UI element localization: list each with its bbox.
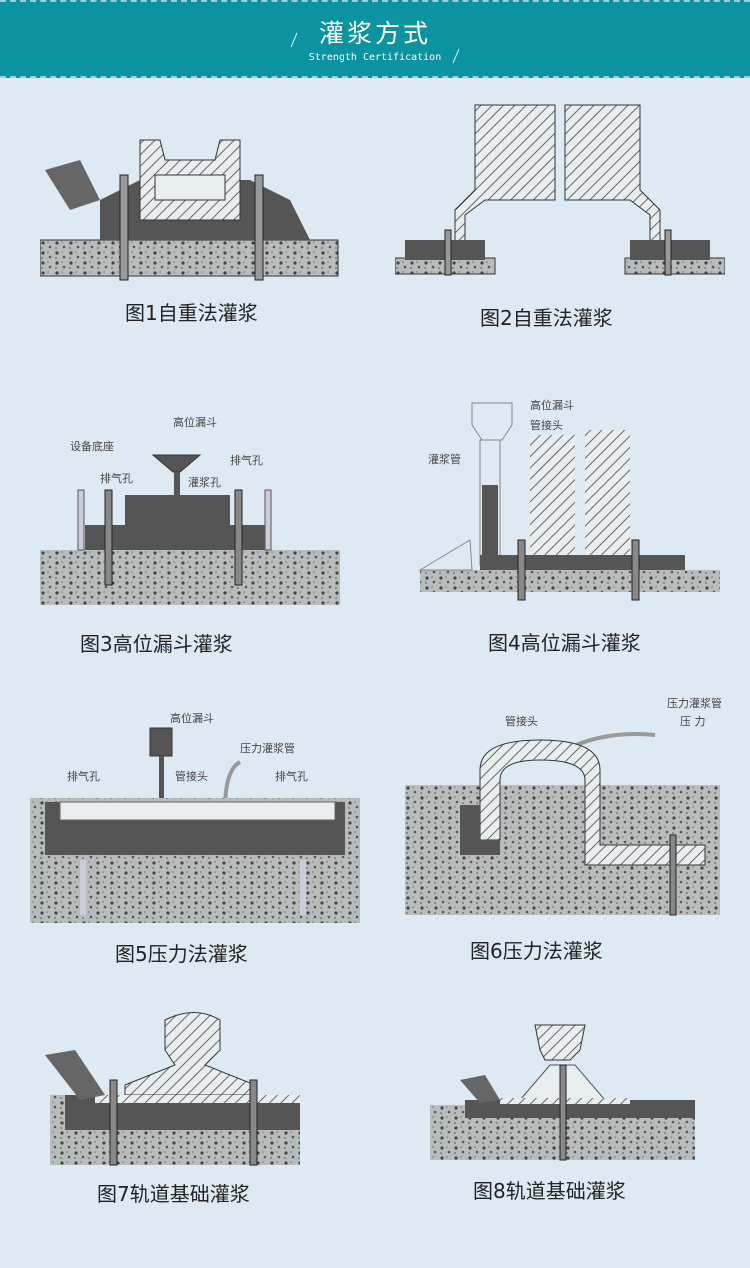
diagram-7 <box>45 1012 300 1166</box>
label-grout-hole: 灌浆孔 <box>188 475 221 489</box>
diagram-5: 高位漏斗 压力灌浆管 管接头 排气孔 排气孔 <box>30 711 360 923</box>
figure-7: 图7轨道基础灌浆 <box>45 1010 335 1210</box>
label-pressure: 压 力 <box>680 715 706 728</box>
label-vent-hole: 排气孔 <box>275 769 308 783</box>
label-vent-hole: 排气孔 <box>230 453 263 467</box>
figure-2: 图2自重法灌浆 <box>395 100 725 340</box>
label-pipe-joint: 管接头 <box>175 769 208 783</box>
header-subtitle: Strength Certification <box>308 52 442 63</box>
header-title: 灌浆方式 <box>318 19 431 48</box>
figure-caption: 图3高位漏斗灌浆 <box>80 632 233 656</box>
figure-caption: 图6压力法灌浆 <box>470 939 603 963</box>
label-equipment-base: 设备底座 <box>70 439 114 453</box>
figure-caption: 图1自重法灌浆 <box>125 301 258 325</box>
decor-slash-icon <box>290 32 298 48</box>
diagram-2 <box>395 104 725 276</box>
figure-8: 图8轨道基础灌浆 <box>425 1005 725 1210</box>
figure-5: 高位漏斗 压力灌浆管 管接头 排气孔 排气孔 图5压力法灌浆 <box>25 710 365 980</box>
label-high-funnel: 高位漏斗 <box>173 415 217 429</box>
label-pressure-grout-pipe: 压力灌浆管 <box>240 741 295 755</box>
figure-3: 高位漏斗 设备底座 排气孔 灌浆孔 排气孔 图3高位漏斗灌浆 <box>40 410 340 670</box>
diagram-6: 管接头 压力灌浆管 压 力 <box>405 696 722 916</box>
label-grout-pipe: 灌浆管 <box>428 452 461 466</box>
label-vent-hole: 排气孔 <box>100 471 133 485</box>
label-pressure-grout-pipe: 压力灌浆管 <box>667 696 722 710</box>
figure-caption: 图4高位漏斗灌浆 <box>488 631 641 655</box>
label-high-funnel: 高位漏斗 <box>530 398 574 412</box>
figure-6: 管接头 压力灌浆管 压 力 图6压力法灌浆 <box>405 695 740 980</box>
figure-caption: 图5压力法灌浆 <box>115 942 248 966</box>
figure-caption: 图7轨道基础灌浆 <box>97 1182 250 1206</box>
figure-caption: 图8轨道基础灌浆 <box>473 1179 626 1203</box>
decor-slash-icon <box>452 48 460 64</box>
figure-1: 图1自重法灌浆 <box>40 130 340 330</box>
diagram-3: 高位漏斗 设备底座 排气孔 灌浆孔 排气孔 <box>40 415 340 605</box>
figure-4: 高位漏斗 管接头 灌浆管 图4高位漏斗灌浆 <box>410 395 730 670</box>
label-pipe-joint: 管接头 <box>505 714 538 728</box>
page-header: 灌浆方式 Strength Certification <box>0 0 750 78</box>
diagram-8 <box>430 1024 695 1161</box>
label-vent-hole: 排气孔 <box>67 769 100 783</box>
figure-caption: 图2自重法灌浆 <box>480 306 613 330</box>
diagram-1 <box>40 139 339 281</box>
label-high-funnel: 高位漏斗 <box>170 711 214 725</box>
diagram-4: 高位漏斗 管接头 灌浆管 <box>418 398 720 601</box>
label-pipe-joint: 管接头 <box>530 418 563 432</box>
